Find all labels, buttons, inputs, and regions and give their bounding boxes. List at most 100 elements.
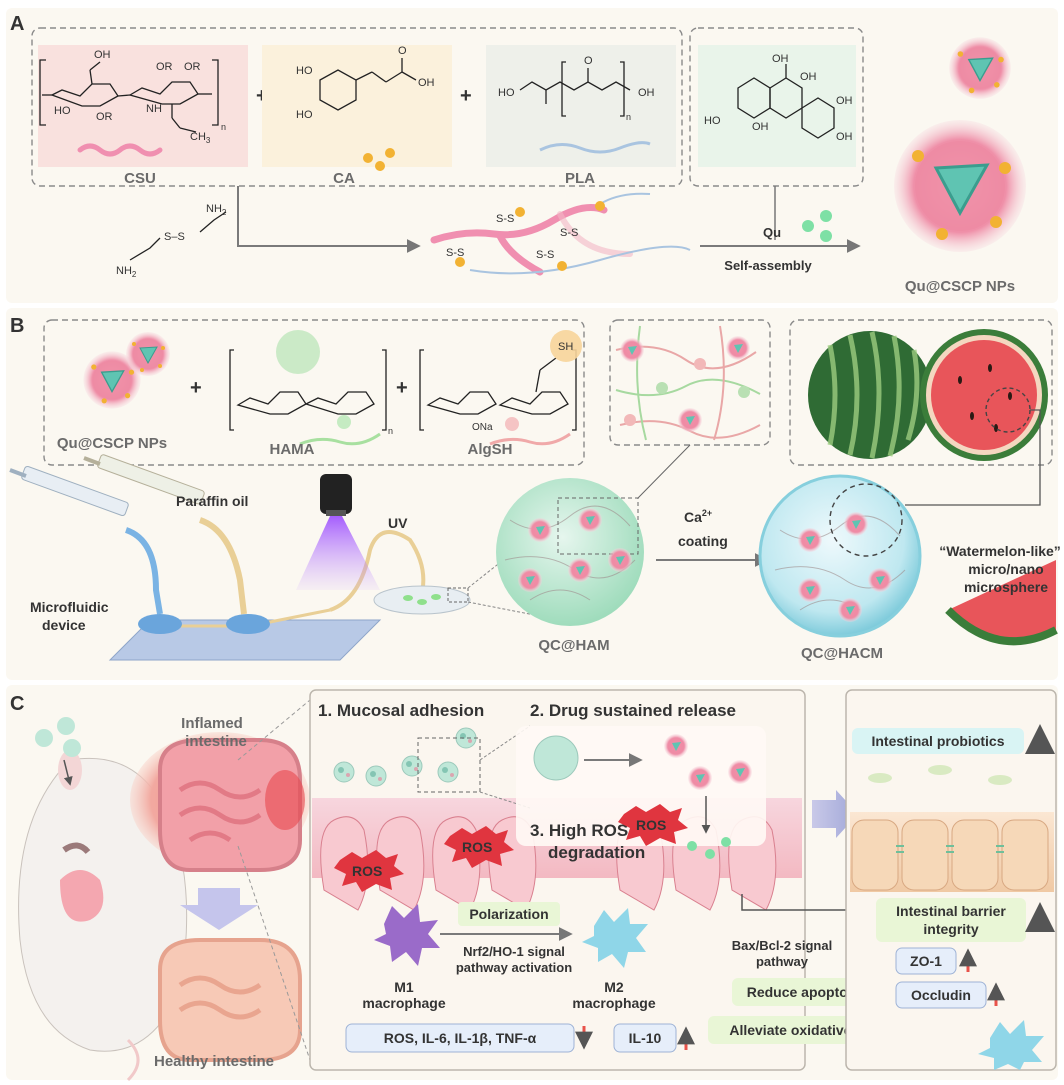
paraffin-label: Paraffin oil xyxy=(176,493,248,509)
qu-dot-icon xyxy=(820,210,832,222)
inflamed-intestine-icon xyxy=(130,732,310,872)
ca-dot-icon xyxy=(363,153,373,163)
inflamed-label-line2: intestine xyxy=(185,733,247,750)
hama-chain-icon xyxy=(299,432,381,446)
plus-b-1: + xyxy=(190,377,202,399)
panel-a-label: A xyxy=(10,13,24,35)
algsh-structure xyxy=(419,349,577,431)
inflamed-label-line1: Inflamed xyxy=(181,715,243,732)
cystamine-ss: S–S xyxy=(164,231,185,243)
ss-link-1: S-S xyxy=(446,247,464,259)
bax-connector xyxy=(741,894,860,911)
qu-ho: HO xyxy=(704,115,721,127)
healthy-label: Healthy intestine xyxy=(154,1053,274,1070)
ca-dot-icon xyxy=(375,161,385,171)
algsh-chain-icon xyxy=(489,432,571,446)
cystamine-nh2-1: NH2 xyxy=(206,203,227,217)
cscp-polymer xyxy=(430,192,691,276)
uv-label: UV xyxy=(388,515,408,531)
bead-icon xyxy=(401,755,423,777)
cystamine-nh2-2: NH2 xyxy=(116,265,137,279)
qc-ham-label: QC@HAM xyxy=(538,637,609,654)
watermelon-box xyxy=(789,319,1053,466)
csu-or-1: OR xyxy=(156,61,173,73)
watermelon-slice-icon xyxy=(945,560,1058,646)
panel-c-label: C xyxy=(10,693,24,715)
algsh-node-icon xyxy=(505,417,519,431)
np-icon xyxy=(125,331,171,377)
panel-c: C Inflamed intestine Healthy intestine xyxy=(6,685,1058,1082)
plus-2: + xyxy=(460,85,472,107)
syringe-icon xyxy=(9,454,205,517)
qu-dot-icon xyxy=(705,849,715,859)
zoom-connector xyxy=(905,409,1041,506)
ss-link-2: S-S xyxy=(496,213,514,225)
np-icon xyxy=(798,528,822,552)
ingredients-box xyxy=(43,319,585,466)
polarization-label: Polarization xyxy=(469,906,548,922)
np-icon xyxy=(608,548,632,572)
m2-label-line1: M2 xyxy=(604,979,624,995)
ss-link-4: S-S xyxy=(536,249,554,261)
bead-icon xyxy=(455,727,477,749)
zo1-label: ZO-1 xyxy=(910,953,942,969)
qu-dot-icon xyxy=(802,220,814,232)
pla-oh: OH xyxy=(638,87,655,99)
csu-structure xyxy=(39,59,219,133)
panel-a: A OH OR OR HO OR NH CH3 n CSU + xyxy=(6,8,1058,303)
reduce-apoptosis-tag xyxy=(732,978,882,1006)
bead-icon xyxy=(437,761,459,783)
csu-background xyxy=(38,45,248,167)
np-icon xyxy=(578,508,602,532)
watermelon-whole-icon xyxy=(808,331,932,459)
m2-label-line2: macrophage xyxy=(572,995,655,1011)
zoom-lines-c xyxy=(237,699,311,1061)
algsh-label: AlgSH xyxy=(468,441,513,458)
np-icon xyxy=(528,518,552,542)
np-icon xyxy=(688,766,712,790)
probiotics-label: Intestinal probiotics xyxy=(871,733,1004,749)
pla-structure xyxy=(519,61,631,117)
watermelon-cut-icon xyxy=(920,329,1048,461)
collection-dish xyxy=(373,585,471,615)
ros-burst-icon xyxy=(334,804,688,892)
cytokines-tag xyxy=(345,1023,575,1053)
thiol-highlight xyxy=(550,330,582,362)
step1-label: 1. Mucosal adhesion xyxy=(318,701,484,720)
qu-oh-4: OH xyxy=(836,131,853,143)
qu-oh-1: OH xyxy=(772,53,789,65)
np-icon xyxy=(868,568,892,592)
watermelon-label-line2: micro/nano xyxy=(968,561,1043,577)
qu-cscp-nps-label: Qu@CSCP NPs xyxy=(905,278,1015,295)
plus-1: + xyxy=(256,85,268,107)
watermelon-label-line3: microsphere xyxy=(964,579,1048,595)
pla-label: PLA xyxy=(565,170,595,187)
hama-node-icon xyxy=(337,415,351,429)
bead-icon xyxy=(333,761,355,783)
oral-arrow xyxy=(63,759,73,786)
hama-n: n xyxy=(388,426,393,436)
ca-label: Ca2+ xyxy=(684,508,712,525)
csu-ho: HO xyxy=(54,105,71,117)
ros-label-2: ROS xyxy=(462,839,492,855)
healing-arrow-icon xyxy=(180,888,258,930)
panel-b-label: B xyxy=(10,315,24,337)
qu-box xyxy=(689,27,864,187)
microfluidic-chip xyxy=(108,608,382,661)
barrier-tag xyxy=(876,898,1026,942)
network-connector xyxy=(637,444,691,499)
algsh-ona: ONa xyxy=(472,422,493,433)
csu-or-2: OR xyxy=(184,61,201,73)
self-assembly-label: Self-assembly xyxy=(724,258,812,273)
ca-o: O xyxy=(398,45,407,57)
occludin-tag xyxy=(895,981,987,1009)
il10-label: IL-10 xyxy=(629,1030,662,1046)
healthy-cells xyxy=(851,819,1049,891)
zoom-box xyxy=(417,737,481,793)
uv-lamp-icon xyxy=(296,474,380,590)
healthy-intestine-icon xyxy=(158,938,302,1062)
microsphere-icon xyxy=(533,735,579,781)
microfluidic-label-line2: device xyxy=(42,617,86,633)
ca-oh: OH xyxy=(418,77,435,89)
np-icon xyxy=(728,760,752,784)
